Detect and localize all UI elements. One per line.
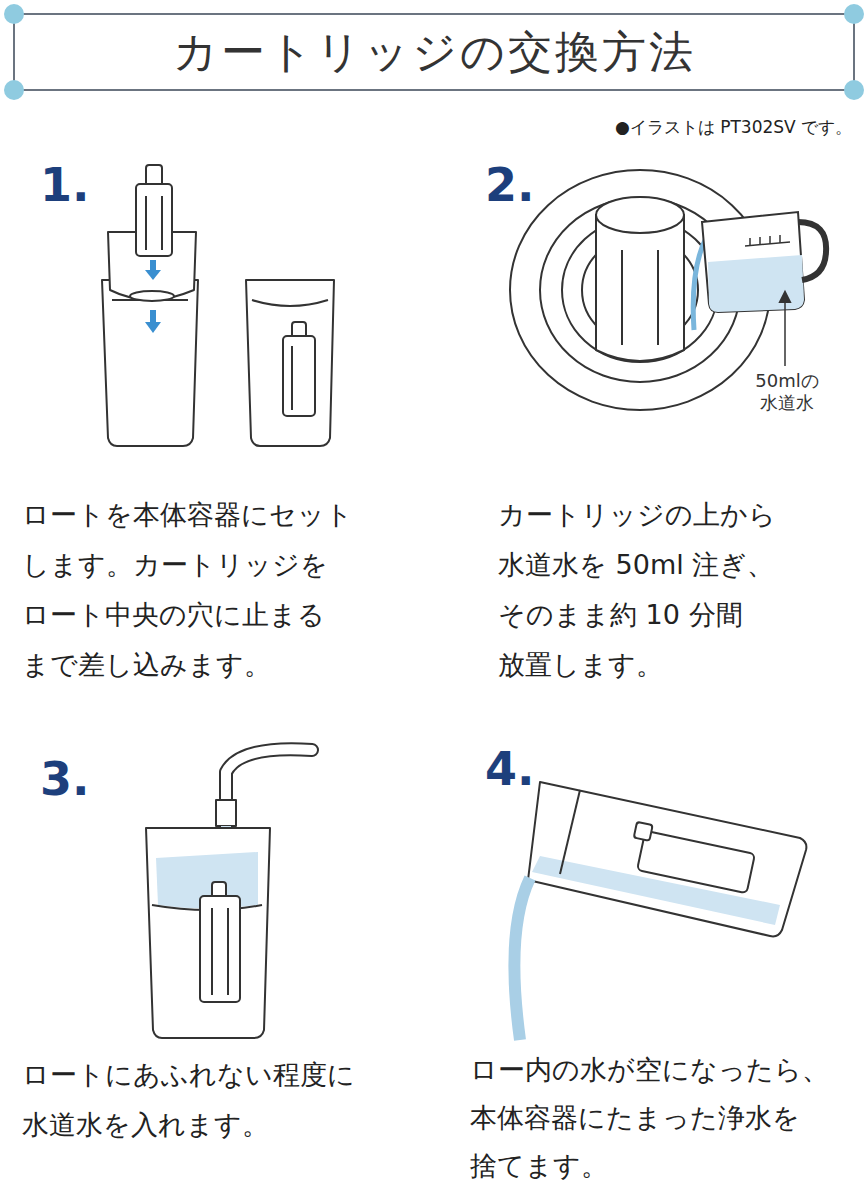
step4-illustration xyxy=(514,782,806,1040)
step-number: 1. xyxy=(40,158,89,212)
step1-illustration xyxy=(102,165,334,446)
step-caption: ロー内の水が空になったら、 本体容器にたまった浄水を 捨てます。 xyxy=(470,1046,850,1190)
step-caption: ロートを本体容器にセット します。カートリッジを ロート中央の穴に止まる まで差… xyxy=(22,490,372,690)
title-banner xyxy=(12,12,856,92)
step-caption: ロートにあふれない程度に 水道水を入れます。 xyxy=(22,1050,372,1150)
model-note: ●イラストは PT302SV です。 xyxy=(615,116,852,139)
step-number: 2. xyxy=(485,158,534,212)
callout-label: 50mlの 水道水 xyxy=(745,370,829,414)
title-text: カートリッジの交換方法 xyxy=(173,23,696,82)
corner-dots xyxy=(4,4,864,100)
step3-illustration xyxy=(146,749,312,1038)
step-number: 3. xyxy=(40,752,89,806)
step-caption: カートリッジの上から 水道水を 50ml 注ぎ、 そのまま約 10 分間 放置し… xyxy=(498,490,798,690)
step-number: 4. xyxy=(485,742,534,796)
